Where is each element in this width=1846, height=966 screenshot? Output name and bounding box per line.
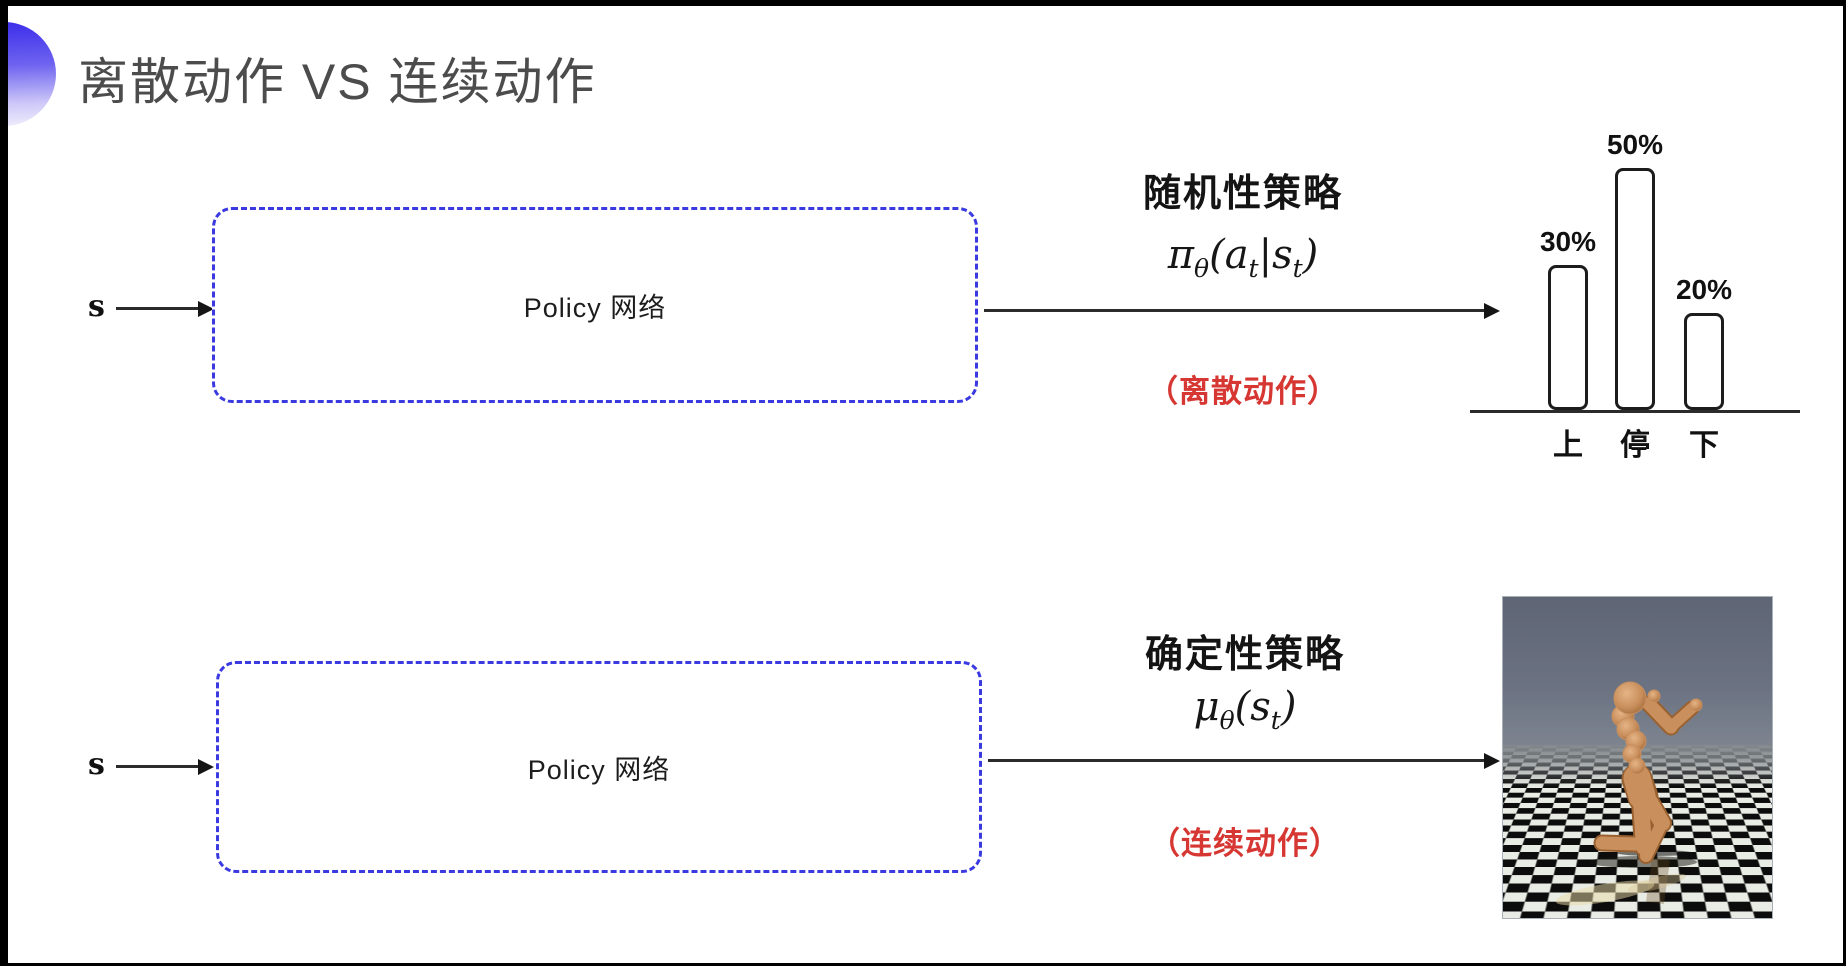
formula-theta-sub: θ: [1219, 706, 1235, 735]
page-title: 离散动作 VS 连续动作: [78, 54, 597, 110]
bar-value-label: 50%: [1606, 129, 1664, 160]
formula-theta-sub: θ: [1194, 254, 1210, 283]
bar-group-down: 20%: [1664, 274, 1744, 410]
top-policy-network-label: Policy 网络: [523, 292, 667, 323]
discrete-action-note: （离散动作）: [1147, 374, 1339, 409]
continuous-action-note: （连续动作）: [1149, 826, 1341, 861]
title-accent-shape: [8, 22, 56, 126]
formula-open-a: (a: [1209, 232, 1249, 278]
top-state-input-label: s: [88, 289, 105, 324]
formula-t-sub1: t: [1248, 254, 1259, 283]
top-input-arrow: [116, 307, 200, 310]
formula-close: ): [1280, 684, 1297, 730]
bottom-output-arrowhead-icon: [1484, 753, 1500, 769]
bar-group-stop: 50%: [1595, 129, 1675, 410]
deterministic-policy-formula: μθ(st): [1090, 684, 1400, 735]
top-output-arrowhead-icon: [1484, 303, 1500, 319]
bottom-input-arrow: [116, 765, 200, 768]
top-input-arrowhead-icon: [198, 301, 214, 317]
stochastic-policy-heading: 随机性策略: [1142, 173, 1343, 215]
humanoid-robot-figure: [1555, 681, 1703, 906]
category-label-stop: 停: [1620, 429, 1650, 462]
top-output-arrow: [984, 309, 1486, 312]
formula-bar-s: |s: [1258, 232, 1293, 278]
bar-value-label: 20%: [1675, 274, 1733, 305]
formula-close: ): [1302, 232, 1319, 278]
bar-stop: [1615, 168, 1655, 410]
bottom-output-arrow: [988, 759, 1486, 762]
stochastic-policy-formula: πθ(at|st): [1088, 232, 1398, 283]
humanoid-robot-image: [1502, 596, 1773, 919]
formula-mu: μ: [1193, 684, 1220, 730]
formula-open-s: (s: [1234, 684, 1271, 730]
bottom-policy-network-box: Policy 网络: [216, 661, 982, 873]
category-label-down: 下: [1689, 429, 1719, 462]
formula-t-sub: t: [1270, 706, 1281, 735]
bottom-input-arrowhead-icon: [198, 759, 214, 775]
bottom-state-input-label: s: [88, 747, 105, 782]
bar-group-up: 30%: [1528, 226, 1608, 410]
bar-up: [1548, 265, 1588, 410]
bottom-policy-network-label: Policy 网络: [527, 754, 671, 785]
deterministic-policy-heading: 确定性策略: [1144, 634, 1345, 676]
bar-down: [1684, 313, 1724, 410]
category-label-up: 上: [1553, 429, 1583, 462]
formula-pi: π: [1167, 232, 1195, 278]
slide-canvas: 离散动作 VS 连续动作 s Policy 网络 随机性策略 πθ(at|st)…: [8, 6, 1843, 963]
chart-baseline: [1470, 410, 1800, 413]
formula-t-sub2: t: [1292, 254, 1303, 283]
bar-value-label: 30%: [1539, 226, 1597, 257]
top-policy-network-box: Policy 网络: [212, 207, 978, 403]
